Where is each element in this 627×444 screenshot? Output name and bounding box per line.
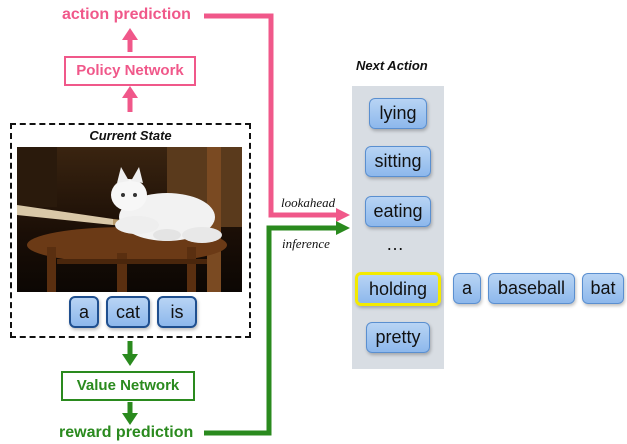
current-state-title: Current State (89, 128, 172, 143)
next-action-panel (352, 86, 444, 369)
state-word-is: is (157, 296, 197, 328)
continuation-word-a: a (453, 273, 481, 304)
candidate-action-holding-selected: holding (355, 272, 441, 306)
up-arrowhead-policy-upper (122, 28, 138, 40)
policy-path-arrowhead (336, 208, 350, 222)
candidate-action-pretty: pretty (366, 322, 430, 353)
value-network-box: Value Network (61, 371, 195, 401)
cat-photo-image (17, 147, 242, 292)
value-path-line (204, 225, 336, 436)
reward-prediction-label: reward prediction (59, 424, 194, 441)
candidate-action-lying: lying (369, 98, 427, 129)
up-arrowhead-policy-lower (122, 86, 138, 98)
inference-label: inference (282, 236, 330, 251)
continuation-word-bat: bat (582, 273, 624, 304)
policy-network-box: Policy Network (64, 56, 196, 86)
lookahead-label: lookahead (281, 195, 336, 210)
action-prediction-label: action prediction (62, 6, 191, 23)
down-arrowhead-value-upper (122, 354, 138, 366)
down-arrowhead-value-lower (122, 413, 138, 425)
value-path-arrowhead (336, 221, 350, 235)
state-word-cat: cat (106, 296, 150, 328)
candidate-action-sitting: sitting (365, 146, 431, 177)
state-word-a: a (69, 296, 99, 328)
candidate-action-eating: eating (365, 196, 431, 227)
next-action-title: Next Action (356, 58, 428, 73)
ellipsis: … (386, 234, 404, 254)
continuation-word-baseball: baseball (488, 273, 575, 304)
policy-path-line (204, 13, 336, 218)
